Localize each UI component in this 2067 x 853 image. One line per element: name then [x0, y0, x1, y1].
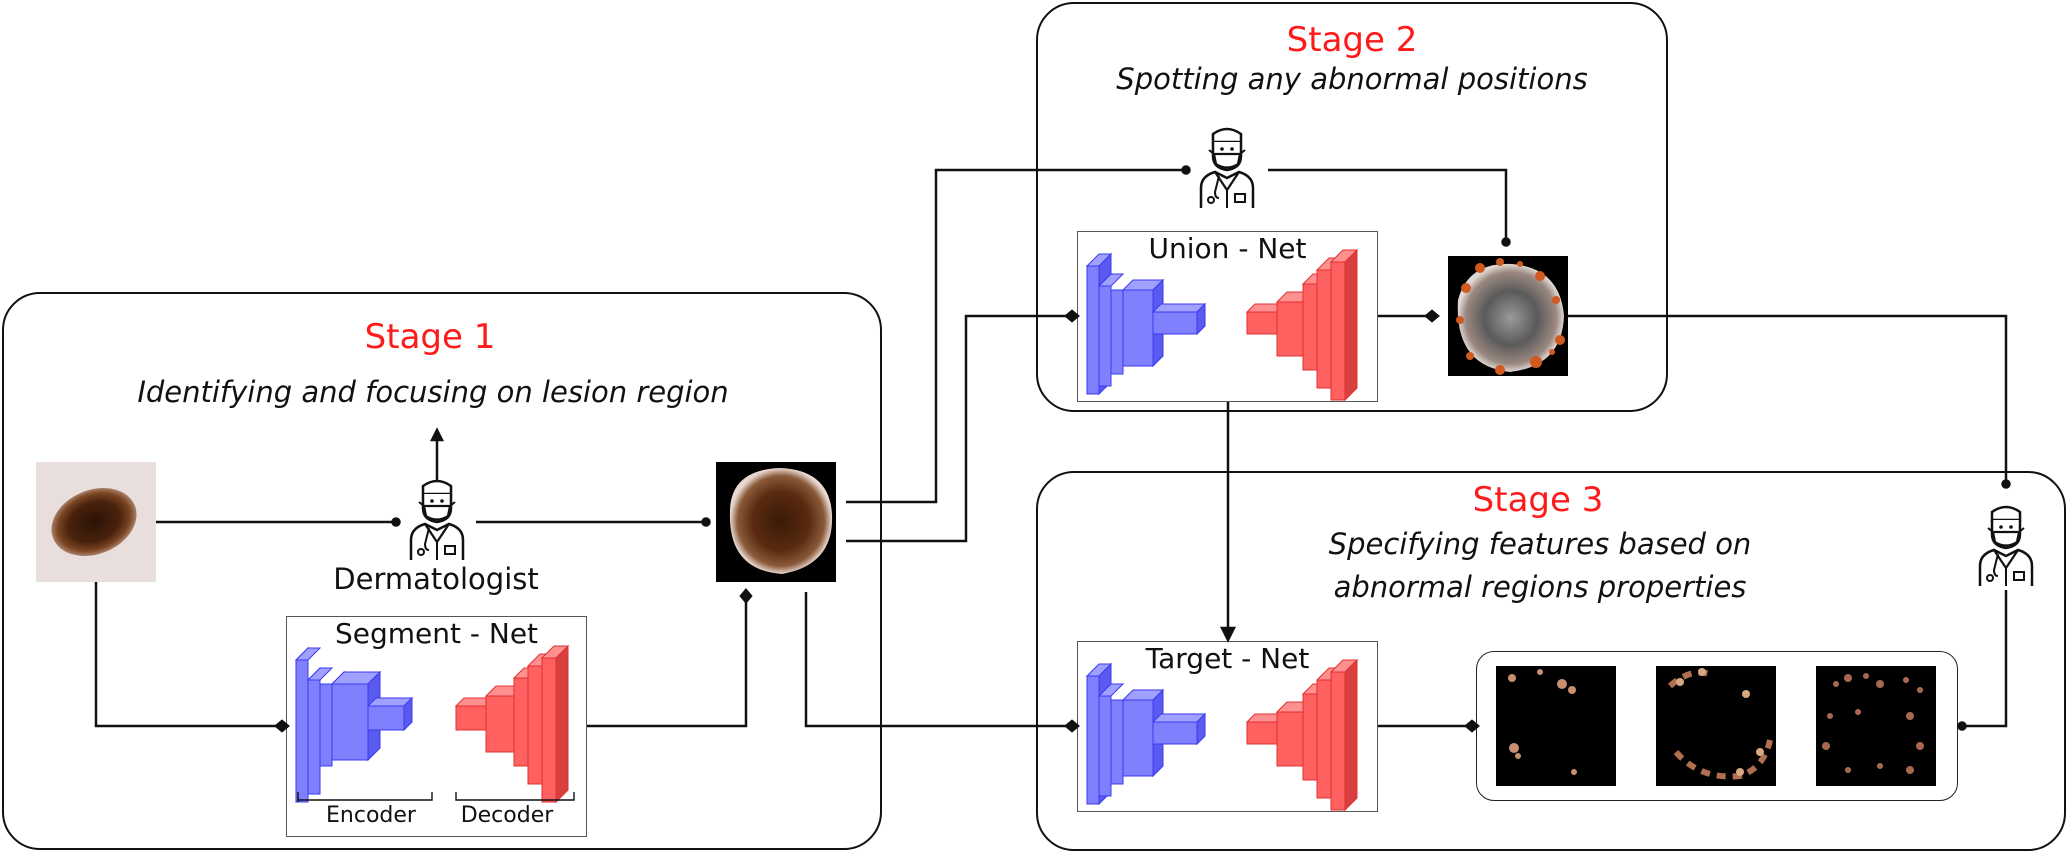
stage2-subtitle: Spotting any abnormal positions — [1116, 62, 1588, 96]
union-net-encoder — [1085, 252, 1207, 396]
segment-net-encoder — [294, 646, 414, 804]
decoder-label: Decoder — [460, 803, 554, 828]
target-net-decoder — [1245, 658, 1359, 812]
stage3-subtitle-line1: Specifying features based on — [1328, 527, 1752, 561]
stage3-title: Stage 3 — [1472, 480, 1604, 520]
segment-net-decoder — [454, 644, 570, 804]
stage1-subtitle: Identifying and focusing on lesion regio… — [137, 375, 729, 409]
union-net-decoder — [1245, 248, 1359, 402]
feature-map-image-3 — [1816, 666, 1936, 786]
dermatologist-icon-stage3 — [1978, 505, 2034, 588]
encoder-label: Encoder — [326, 803, 416, 828]
dermatologist-icon — [409, 479, 465, 562]
union-net-title: Union - Net — [1148, 232, 1307, 265]
dermatologist-icon-stage2 — [1199, 127, 1255, 210]
feature-map-image — [1496, 666, 1616, 786]
stage1-title: Stage 1 — [364, 317, 496, 357]
cropped-lesion-image — [716, 462, 836, 582]
segment-net-title: Segment - Net — [334, 617, 539, 650]
target-net-encoder — [1085, 662, 1207, 806]
stage3-subtitle-line2: abnormal regions properties — [1333, 570, 1747, 604]
stage2-title: Stage 2 — [1286, 20, 1418, 60]
abnormal-map-image — [1448, 256, 1568, 376]
target-net-title: Target - Net — [1145, 642, 1310, 675]
lesion-image — [36, 462, 156, 582]
dermatologist-label: Dermatologist — [333, 562, 539, 596]
feature-map-image-2 — [1656, 666, 1776, 786]
encoder-decoder-brackets — [297, 792, 575, 801]
